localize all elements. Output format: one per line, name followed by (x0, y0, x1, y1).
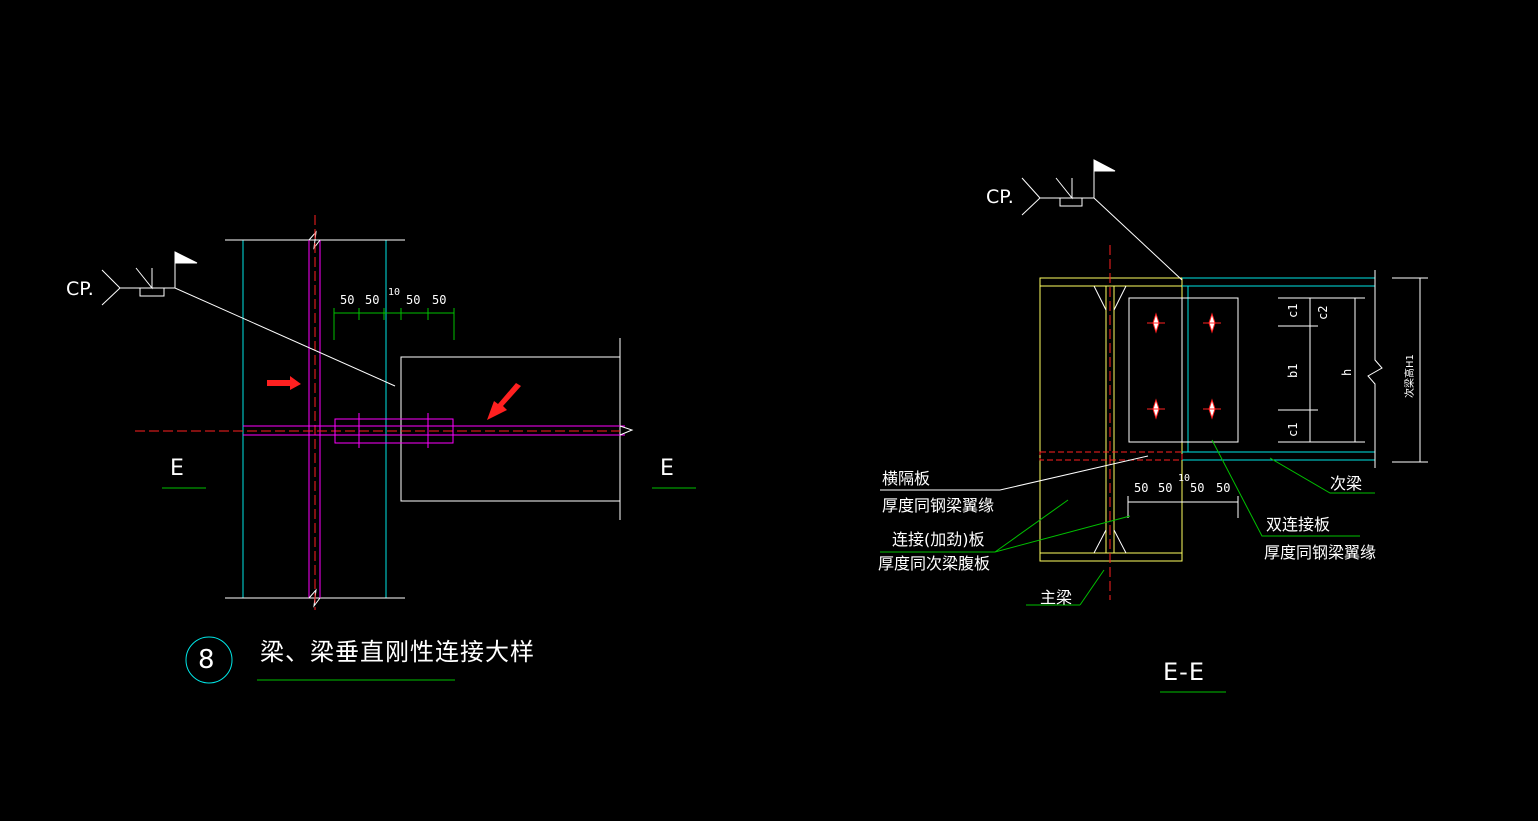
bottom-dim-4: 50 (1190, 481, 1205, 495)
label-stiffener-1: 横隔板 (882, 469, 931, 488)
red-arrow-2 (487, 383, 521, 420)
side-dim-c1-bottom: c1 (1286, 422, 1300, 437)
weld-flag-right (1093, 159, 1116, 172)
bottom-dim-2: 50 (1158, 481, 1173, 495)
side-dim-h: h (1340, 368, 1354, 376)
section-title: E-E (1163, 658, 1205, 686)
dim-label-3: 10 (388, 287, 401, 298)
label-stiffener-2: 厚度同钢梁翼缘 (882, 496, 995, 515)
bolt-3 (1147, 398, 1165, 420)
weld-flag (174, 251, 198, 264)
label-double-plate-2: 厚度同钢梁翼缘 (1264, 543, 1377, 562)
secondary-beam-outline (400, 356, 621, 502)
connection-plate (1128, 297, 1239, 443)
leader-secondary (1269, 457, 1375, 494)
weld-symbol-tick-right (1055, 177, 1073, 200)
right-detail-geometry (880, 159, 1428, 693)
flange-break-mark (619, 425, 634, 436)
bottom-dim-5: 50 (1216, 481, 1231, 495)
main-beam-outline (1039, 277, 1183, 562)
leader-diaphragm (880, 455, 1149, 491)
detail-title: 梁、梁垂直刚性连接大样 (260, 638, 535, 666)
bottom-dim-1: 50 (1134, 481, 1149, 495)
bottom-dim-3: 10 (1178, 473, 1191, 484)
bolt-4 (1203, 398, 1221, 420)
dim-label-4: 50 (406, 293, 421, 307)
label-main-beam: 主梁 (1040, 588, 1073, 607)
weld-symbol-box-right (1059, 197, 1083, 207)
web-fillet-top (1093, 285, 1127, 311)
red-arrow-1 (267, 376, 301, 390)
side-dim-c1-top: c1 (1286, 303, 1300, 318)
leader-main-beam-tail (1079, 569, 1105, 606)
dim-label-1: 50 (340, 293, 355, 307)
diaphragm-plate (1039, 451, 1183, 461)
bolt-1 (1147, 312, 1165, 334)
label-plate-1: 连接(加劲)板 (892, 530, 985, 549)
label-plate-2: 厚度同次梁腹板 (878, 554, 991, 573)
leader-plate (880, 499, 1131, 553)
section-mark-right: E (660, 456, 674, 481)
section-mark-left: E (170, 456, 184, 481)
splice-plate (334, 418, 454, 444)
label-double-plate-1: 双连接板 (1266, 515, 1331, 534)
label-secondary-beam: 次梁 (1330, 474, 1363, 493)
leader-double-plate (1211, 439, 1360, 537)
web-fillet-bottom (1093, 529, 1127, 554)
weld-symbol-tick (135, 267, 153, 290)
weld-symbol-box (139, 287, 165, 297)
detail-number-circle (185, 636, 233, 684)
detail-number: 8 (198, 645, 215, 675)
weld-code-left: CP. (66, 278, 94, 300)
dim-label-5: 50 (432, 293, 447, 307)
weld-symbol (101, 269, 396, 387)
side-dim-total: 次梁高H1 (1405, 354, 1416, 398)
dim-label-2: 50 (365, 293, 380, 307)
secondary-break-mark (1367, 270, 1383, 468)
left-detail-geometry (101, 215, 696, 684)
weld-symbol-right (1021, 177, 1183, 281)
bolts (1147, 312, 1221, 420)
bolt-2 (1203, 312, 1221, 334)
weld-code-right: CP. (986, 186, 1014, 208)
break-mark-top (308, 230, 321, 250)
side-dim-c2: c2 (1316, 305, 1330, 320)
side-dim-b1: b1 (1286, 363, 1300, 378)
